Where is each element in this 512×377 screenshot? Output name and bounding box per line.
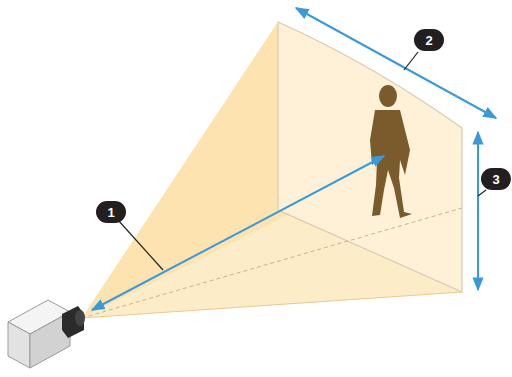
person-silhouette — [370, 85, 412, 218]
view-top — [82, 22, 462, 318]
camera-symbol — [8, 300, 85, 368]
callout-number: 1 — [96, 201, 126, 223]
center-line — [82, 208, 462, 318]
width-arrow — [296, 8, 496, 118]
callout-number: 2 — [414, 29, 444, 51]
view-far-plane — [278, 22, 462, 292]
leader-line — [118, 220, 163, 270]
height-arrow — [477, 132, 479, 290]
leader-line — [478, 190, 486, 196]
leader-line — [404, 52, 418, 70]
callout-number: 3 — [481, 168, 511, 190]
distance-arrow — [92, 156, 384, 310]
view-edge — [82, 292, 462, 318]
